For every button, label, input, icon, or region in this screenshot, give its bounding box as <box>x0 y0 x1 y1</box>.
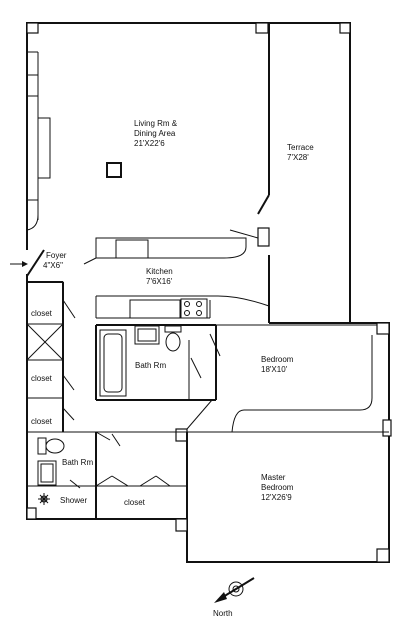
master-name2: Bedroom <box>261 483 294 492</box>
kitchen-name: Kitchen <box>146 267 173 276</box>
closet-label-3: closet <box>31 417 53 426</box>
room-labels: Living Rm & Dining Area 21'X22'6 Terrace… <box>31 119 314 618</box>
shower-drain-icon <box>38 493 50 505</box>
bedroom-size: 18'X10' <box>261 365 288 374</box>
living-name: Living Rm & <box>134 119 178 128</box>
living-column <box>106 162 122 178</box>
structural-columns <box>26 22 392 563</box>
master-size: 12'X26'9 <box>261 493 292 502</box>
left-closets <box>26 281 76 433</box>
master-closet-doors <box>95 475 171 487</box>
terrace-size: 7'X28' <box>287 153 309 162</box>
kitchen-area <box>83 237 270 319</box>
living-size: 21'X22'6 <box>134 139 165 148</box>
compass-label: North <box>213 609 233 618</box>
terrace-name: Terrace <box>287 143 314 152</box>
north-compass-icon <box>214 577 255 603</box>
bath1-fixtures <box>99 325 221 400</box>
stove-icon <box>180 298 208 319</box>
shower-name: Shower <box>60 496 87 505</box>
foyer-name: Foyer <box>46 251 67 260</box>
terrace-door <box>229 229 259 239</box>
closet-label-1: closet <box>31 309 53 318</box>
foyer-size: 4"X6" <box>43 261 63 270</box>
entry-door <box>10 249 45 277</box>
closet-label-2: closet <box>31 374 53 383</box>
master-name: Master <box>261 473 286 482</box>
exterior-walls <box>26 22 390 563</box>
bath2-fixtures <box>37 431 121 489</box>
living-name2: Dining Area <box>134 129 176 138</box>
kitchen-size: 7'6X16' <box>146 277 173 286</box>
bath2-name: Bath Rm <box>62 458 93 467</box>
closet-label-4: closet <box>124 498 146 507</box>
bath1-name: Bath Rm <box>135 361 166 370</box>
living-windows <box>26 51 51 231</box>
bedroom-name: Bedroom <box>261 355 294 364</box>
bedroom-details <box>186 335 373 433</box>
